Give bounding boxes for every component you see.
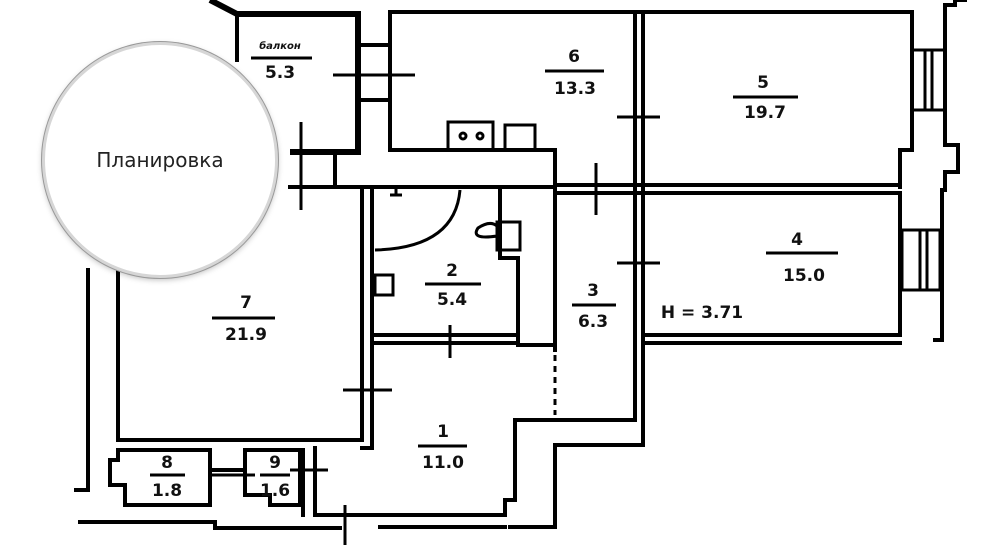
stove-burner-icon bbox=[458, 131, 468, 141]
room-area: 5.3 bbox=[265, 63, 295, 83]
room-labels: балкон 5.3 6 13.3 5 19.7 4 15.0 H = 3.71… bbox=[150, 40, 838, 501]
room-area: 19.7 bbox=[744, 103, 786, 123]
sink-icon bbox=[503, 123, 537, 152]
title: Планировка bbox=[96, 148, 224, 172]
walls bbox=[74, 0, 967, 530]
stove-icon bbox=[446, 120, 495, 152]
toilet-icon bbox=[474, 220, 522, 252]
washbasin-icon bbox=[373, 273, 395, 297]
doors bbox=[210, 73, 660, 545]
room-area: 11.0 bbox=[422, 453, 464, 473]
room-area: 1.6 bbox=[260, 481, 290, 501]
room-area: 6.3 bbox=[578, 312, 608, 332]
room-area: 21.9 bbox=[225, 325, 267, 345]
room-number: 7 bbox=[240, 293, 252, 313]
room-number: 5 bbox=[757, 73, 769, 93]
room-number: 3 bbox=[587, 281, 599, 301]
room-number: 1 bbox=[437, 422, 449, 442]
ceiling-height: H = 3.71 bbox=[661, 303, 743, 323]
room-number: 4 bbox=[791, 230, 803, 250]
room-number: 6 bbox=[568, 47, 580, 67]
stove-burner-icon bbox=[475, 131, 485, 141]
room-number: 8 bbox=[161, 453, 173, 473]
room-area: 13.3 bbox=[554, 79, 596, 99]
title-badge: Планировка bbox=[42, 42, 278, 278]
room-area: 1.8 bbox=[152, 481, 182, 501]
room-number: 2 bbox=[446, 261, 458, 281]
room-name: балкон bbox=[259, 40, 301, 52]
room-area: 5.4 bbox=[437, 290, 467, 310]
fixtures bbox=[373, 120, 537, 297]
room-number: 9 bbox=[269, 453, 281, 473]
room-area: 15.0 bbox=[783, 266, 825, 286]
